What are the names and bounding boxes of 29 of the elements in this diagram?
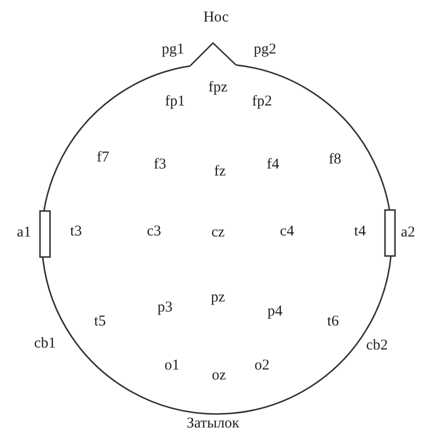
- electrode-label: a1: [16, 226, 32, 240]
- electrode-label: c4: [280, 224, 294, 240]
- electrode-label: fp2: [252, 94, 272, 110]
- electrode-label: Нос: [203, 10, 229, 26]
- electrode-label: a2: [400, 226, 416, 240]
- electrode-label: p3: [158, 300, 172, 316]
- electrode-label: f3: [154, 158, 166, 172]
- electrode-label: cz: [211, 226, 225, 240]
- electrode-label: t6: [327, 314, 339, 330]
- electrode-label: p4: [268, 304, 282, 320]
- electrode-label: fz: [214, 164, 226, 180]
- electrode-label: fpz: [208, 80, 228, 96]
- electrode-label: o1: [164, 358, 180, 374]
- electrode-label: pg2: [254, 42, 276, 58]
- electrode-label: pz: [210, 290, 226, 306]
- electrode-label: f4: [266, 158, 280, 172]
- electrode-label: t4: [354, 224, 366, 240]
- electrode-label: fp1: [165, 94, 185, 110]
- electrode-label: pg1: [162, 42, 184, 58]
- electrode-label: cb1: [34, 336, 56, 352]
- electrode-label: o2: [254, 358, 270, 374]
- electrode-label: Затылок: [186, 416, 240, 432]
- electrode-label: f8: [328, 152, 342, 168]
- electrode-label: cb2: [366, 338, 388, 354]
- electrode-label: f7: [96, 150, 110, 166]
- electrode-label: c3: [146, 224, 162, 240]
- electrode-label: t5: [94, 314, 106, 330]
- electrode-label: oz: [212, 368, 226, 384]
- electrode-label: t3: [70, 224, 82, 240]
